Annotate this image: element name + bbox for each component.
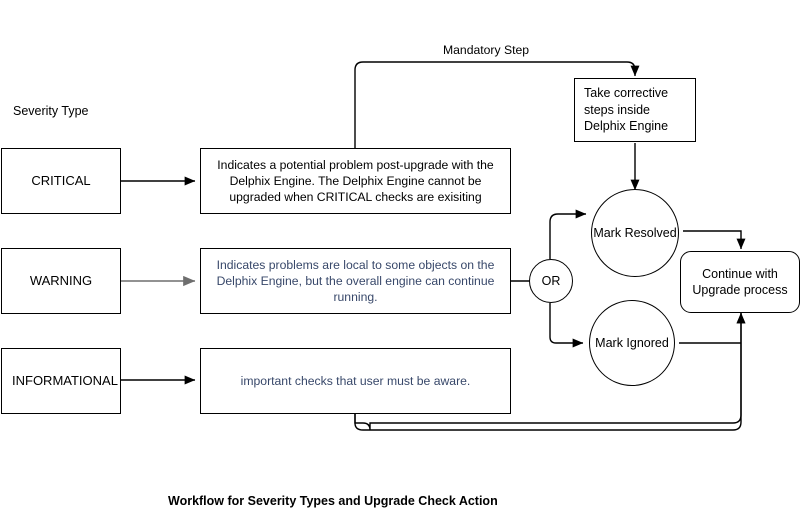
node-description-warning[interactable]: Indicates problems are local to some obj… <box>200 248 511 314</box>
node-description-informational[interactable]: important checks that user must be aware… <box>200 348 511 414</box>
node-severity-informational[interactable]: INFORMATIONAL <box>1 348 121 414</box>
node-severity-warning[interactable]: WARNING <box>1 248 121 314</box>
node-or-gate[interactable]: OR <box>529 259 573 303</box>
node-mark-resolved[interactable]: Mark Resolved <box>591 189 679 277</box>
column-header-severity-type: Severity Type <box>13 104 89 118</box>
diagram-caption: Workflow for Severity Types and Upgrade … <box>168 494 498 508</box>
node-severity-critical[interactable]: CRITICAL <box>1 148 121 214</box>
edge-or-to-mark-resolved <box>549 209 587 259</box>
node-continue-upgrade-process[interactable]: Continue with Upgrade process <box>680 251 800 313</box>
edge-mark-resolved-to-continue <box>683 230 746 250</box>
edge-label-mandatory-step: Mandatory Step <box>443 43 530 57</box>
edge-informational-corner <box>354 422 364 431</box>
edge-or-to-mark-ignored <box>549 303 584 348</box>
node-take-corrective-steps[interactable]: Take corrective steps inside Delphix Eng… <box>574 78 696 142</box>
node-description-critical[interactable]: Indicates a potential problem post-upgra… <box>200 148 511 214</box>
node-mark-ignored[interactable]: Mark Ignored <box>589 300 675 386</box>
